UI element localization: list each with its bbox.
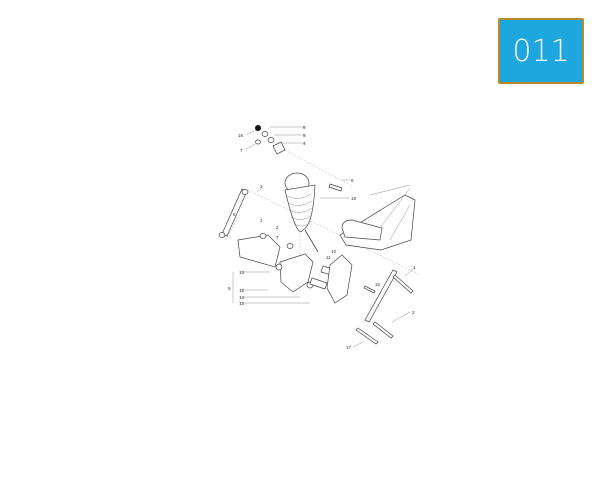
spacer	[309, 277, 328, 290]
shock-absorber	[284, 172, 319, 253]
swingarm	[339, 184, 416, 251]
callout-label: 14	[239, 295, 245, 300]
callout-label: 8	[351, 178, 354, 183]
callout-label: 17	[346, 345, 352, 350]
assembly-axis	[284, 149, 353, 187]
callout-label: 13	[239, 270, 245, 275]
nut	[259, 233, 267, 239]
nut	[218, 232, 226, 238]
cap-nut	[255, 125, 261, 131]
bolt	[372, 321, 394, 339]
page-number-badge: 011	[498, 18, 584, 84]
bolt	[355, 327, 379, 345]
assembly-axis	[247, 189, 421, 276]
callout-label: 3	[260, 184, 263, 189]
callout-label: 1	[413, 265, 416, 270]
callout-label: 5	[303, 133, 306, 138]
washer	[255, 139, 261, 145]
rocker-link	[279, 253, 314, 293]
callout-labels: 16 6 5 4 7 8 3 18 5 1 2 7 10 11 1 13 9 1…	[228, 125, 416, 350]
frame-bracket	[237, 234, 281, 268]
bearing	[275, 263, 283, 271]
nut	[261, 131, 269, 137]
nut	[241, 189, 249, 195]
bushing	[272, 141, 286, 155]
washer	[267, 137, 275, 143]
callout-label: 5	[233, 212, 236, 217]
callout-label: 2	[276, 225, 279, 230]
callout-label: 9	[228, 286, 231, 291]
lower-bracket	[326, 254, 353, 304]
callout-label: 7	[276, 235, 279, 240]
callout-label: 11	[326, 255, 331, 260]
bolt	[328, 183, 343, 192]
callout-label: 7	[240, 148, 243, 153]
callout-label: 16	[238, 133, 244, 138]
bolt	[392, 274, 414, 294]
bolt	[363, 285, 376, 294]
callout-label: 18	[351, 196, 357, 201]
callout-label: 6	[303, 125, 306, 130]
callout-label: 13	[239, 301, 245, 306]
callout-label: 4	[303, 141, 306, 146]
callout-label: 2	[412, 310, 415, 315]
callout-label: 10	[331, 249, 337, 254]
assembly-axis	[224, 214, 241, 241]
callout-label: 12	[239, 288, 245, 293]
callout-label: 15	[375, 282, 381, 287]
callout-label: 1	[260, 218, 263, 223]
nut	[286, 243, 294, 249]
tie-rod	[364, 269, 398, 323]
